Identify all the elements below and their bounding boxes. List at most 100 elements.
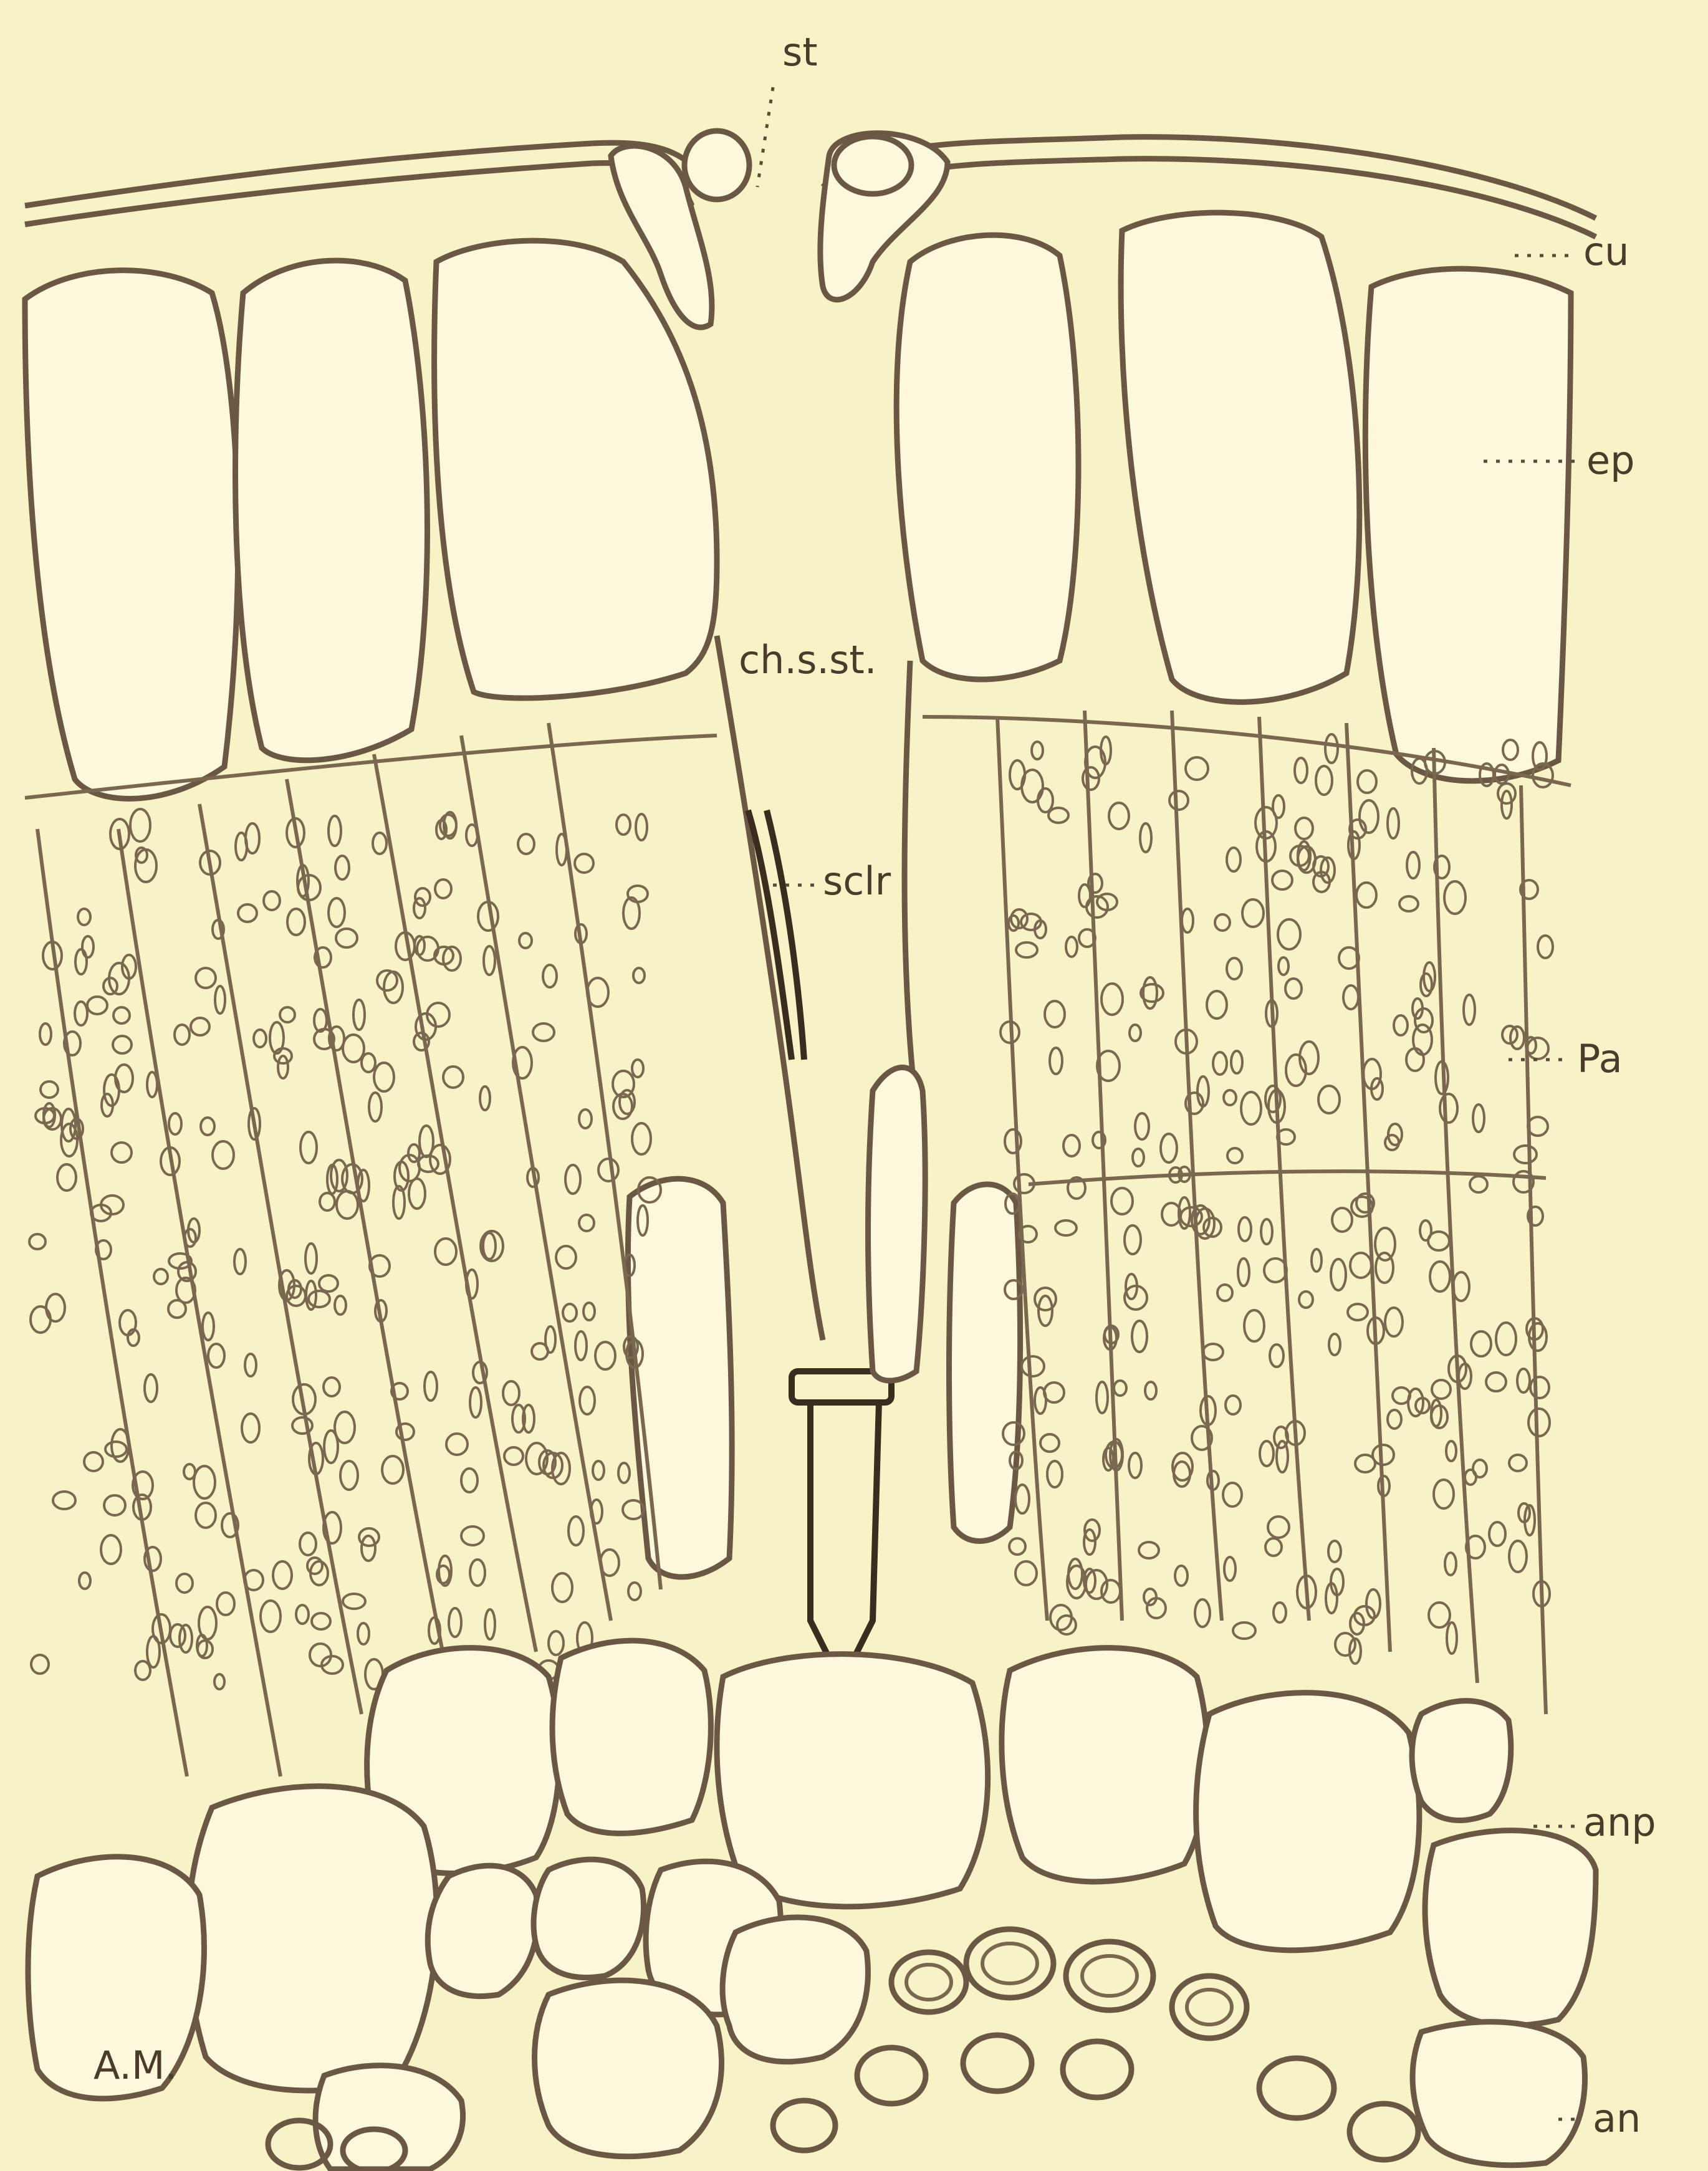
chloroplast: [1446, 1441, 1456, 1461]
chloroplast: [1227, 1148, 1242, 1163]
chloroplast: [480, 1086, 490, 1110]
chloroplast: [320, 1193, 335, 1210]
chloroplast: [175, 1025, 190, 1045]
chloroplast: [549, 1631, 564, 1655]
label-sclr: sclr: [823, 858, 891, 904]
signature: A.M.: [94, 2043, 177, 2088]
chloroplast: [1169, 791, 1188, 810]
chloroplast: [518, 834, 534, 854]
chloroplast: [414, 1033, 429, 1050]
chloroplast: [309, 1291, 330, 1307]
chloroplast: [552, 1573, 572, 1602]
stoma-guard-cells: [611, 131, 948, 327]
chloroplast: [1360, 800, 1378, 833]
chloroplast: [1047, 1461, 1062, 1487]
chloroplast: [1207, 991, 1227, 1018]
chloroplast: [1332, 1208, 1352, 1232]
chloroplast: [244, 1570, 263, 1590]
chloroplast: [1140, 823, 1151, 852]
chloroplast: [176, 1574, 193, 1593]
chloroplast: [483, 1233, 496, 1259]
chloroplast: [632, 1123, 651, 1154]
chloroplast: [75, 1002, 87, 1025]
chloroplast: [1261, 1219, 1272, 1244]
chloroplast: [466, 825, 477, 846]
label-ep: ep: [1586, 438, 1635, 483]
chloroplast: [1040, 1434, 1059, 1452]
chloroplast: [1226, 1396, 1240, 1414]
chloroplast: [1295, 818, 1313, 839]
chloroplast: [1132, 1321, 1147, 1352]
chloroplast: [300, 1533, 316, 1555]
chloroplast: [273, 1561, 292, 1589]
chloroplast: [417, 937, 438, 961]
chloroplast: [1244, 1310, 1264, 1341]
chloroplast: [1316, 766, 1332, 795]
chloroplast: [1356, 883, 1376, 908]
chloroplast: [1273, 795, 1284, 818]
chloroplast: [1022, 770, 1043, 802]
chloroplast: [1527, 1038, 1548, 1059]
chloroplast: [618, 1463, 630, 1483]
chloroplast: [280, 1007, 295, 1022]
chloroplast: [1224, 1090, 1236, 1105]
chloroplast: [1227, 958, 1242, 979]
chloroplast: [1388, 1410, 1401, 1429]
chloroplast: [199, 1607, 216, 1639]
chloroplast: [504, 1447, 523, 1465]
chloroplast: [374, 1063, 394, 1091]
chloroplast: [1464, 995, 1475, 1025]
chloroplast: [408, 1144, 420, 1162]
chloroplast: [101, 1535, 121, 1564]
chloroplast: [1343, 985, 1358, 1009]
chloroplast: [169, 1113, 181, 1134]
chloroplast: [1101, 984, 1123, 1015]
chloroplast: [1242, 899, 1264, 927]
lower-tissue-cells: [28, 1641, 1596, 2169]
chloroplast: [1407, 852, 1419, 878]
chloroplast: [1145, 1382, 1156, 1399]
chloroplast: [362, 1053, 375, 1072]
chloroplast: [105, 1442, 127, 1457]
chloroplast: [196, 1503, 216, 1528]
chloroplast: [245, 1354, 256, 1376]
chloroplast: [628, 1583, 641, 1600]
chloroplast: [575, 1331, 587, 1360]
chloroplast: [53, 1492, 75, 1509]
chloroplast: [353, 1000, 365, 1030]
chloroplast: [1406, 1048, 1424, 1071]
chloroplast: [1299, 1292, 1313, 1308]
chloroplast: [484, 946, 495, 975]
chloroplast: [1496, 1323, 1516, 1355]
chloroplast: [208, 1344, 224, 1368]
chloroplast: [1241, 1092, 1261, 1124]
chloroplast: [1217, 1285, 1232, 1301]
chloroplast: [1182, 909, 1193, 932]
chloroplast: [1032, 742, 1043, 759]
chloroplast: [196, 968, 216, 988]
chloroplast: [343, 1594, 365, 1609]
chloroplast-dots: [29, 734, 1553, 1689]
chloroplast: [1045, 1001, 1065, 1027]
chloroplast: [1135, 1113, 1149, 1139]
chloroplast: [1348, 1304, 1368, 1320]
chloroplast: [1388, 808, 1399, 838]
chloroplast: [1015, 1561, 1037, 1585]
chloroplast: [1057, 1616, 1076, 1634]
chloroplast: [242, 1414, 259, 1442]
chloroplast: [147, 1072, 157, 1097]
chloroplast: [533, 1023, 554, 1041]
chloroplast: [1430, 1262, 1450, 1292]
chloroplast: [1394, 1015, 1408, 1035]
chloroplast: [329, 816, 341, 846]
chloroplast: [1084, 1530, 1095, 1555]
chloroplast: [112, 1143, 132, 1162]
chloroplast: [201, 1118, 214, 1135]
chloroplast: [1331, 1259, 1346, 1290]
chloroplast: [1486, 1373, 1506, 1391]
chloroplast: [1096, 1382, 1108, 1413]
chloroplast: [470, 1560, 485, 1586]
chloroplast: [1328, 1541, 1341, 1562]
chloroplast: [329, 898, 345, 927]
chloroplast: [377, 970, 397, 990]
